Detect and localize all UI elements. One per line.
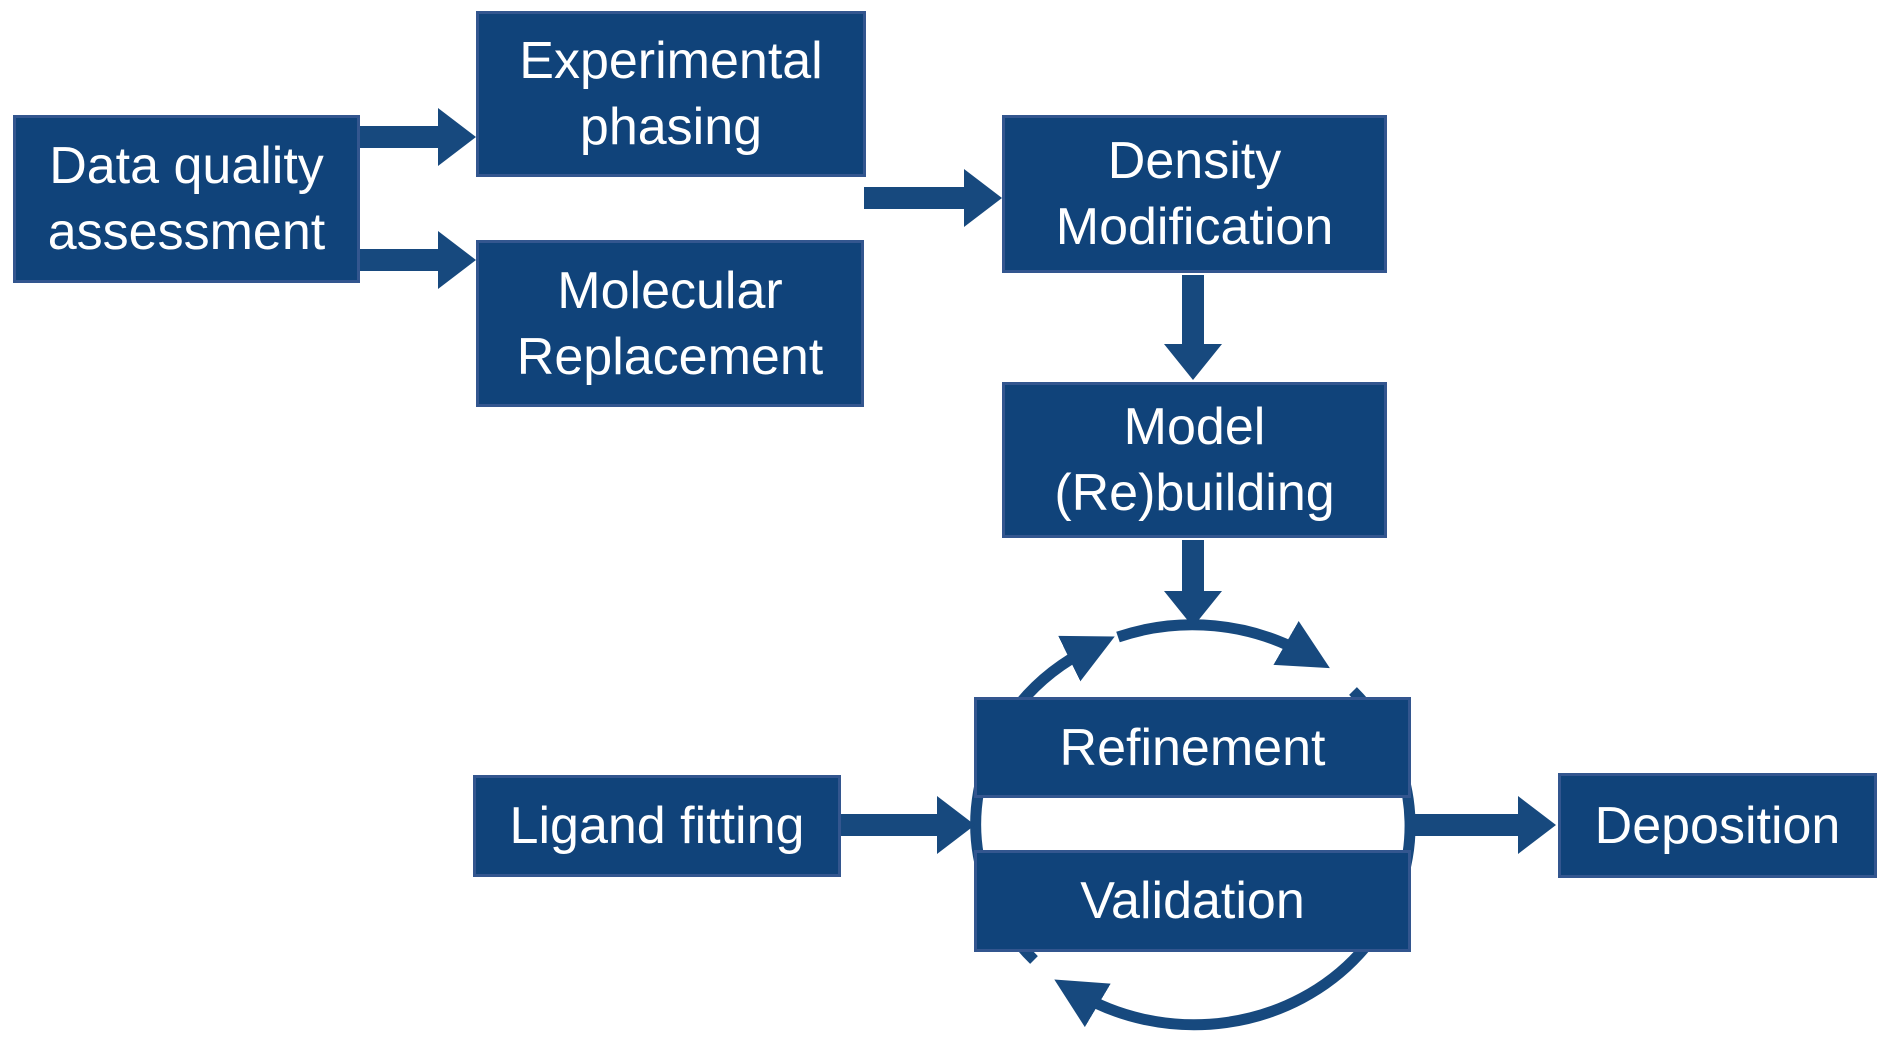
node-label-line: Model (1123, 398, 1266, 456)
arrow-phasing-to-densitymod-icon (864, 169, 1002, 227)
arrow-cycle-to-deposition-icon (1413, 796, 1556, 854)
node-label-line: Refinement (1059, 718, 1326, 777)
node-label-line: Experimental (519, 32, 823, 90)
cycle-arc-top-icon (1116, 619, 1330, 669)
node-label-line: Ligand fitting (509, 797, 805, 855)
refinement-validation-cycle (970, 619, 1416, 1031)
node-label-line: Deposition (1594, 796, 1841, 855)
arrow-dataquality-to-experimental-icon (360, 108, 476, 166)
arrow-dataquality-to-molecular-icon (360, 231, 476, 289)
node-validation: Validation (974, 850, 1411, 952)
node-label-line: Modification (1055, 198, 1334, 256)
node-label-line: phasing (579, 98, 763, 156)
node-label-line: Molecular (557, 261, 783, 320)
node-model-rebuilding: Model (Re)building (1002, 382, 1387, 538)
node-label-line: Data quality (49, 137, 324, 195)
node-deposition: Deposition (1558, 773, 1877, 878)
node-label-line: (Re)building (1054, 464, 1335, 522)
arrow-ligand-to-cycle-icon (841, 796, 975, 854)
arrow-densitymod-to-modelbuilding-icon (1164, 275, 1222, 380)
node-refinement: Refinement (974, 697, 1411, 798)
node-experimental-phasing: Experimental phasing (476, 11, 866, 177)
node-label-line: Density (1107, 132, 1282, 190)
node-ligand-fitting: Ligand fitting (473, 775, 841, 877)
node-label-line: Validation (1080, 872, 1305, 930)
node-density-modification: Density Modification (1002, 115, 1387, 273)
node-data-quality-assessment: Data quality assessment (13, 115, 360, 283)
node-molecular-replacement: Molecular Replacement (476, 240, 864, 407)
arrow-modelbuilding-to-cycle-icon (1164, 540, 1222, 627)
node-label-line: Replacement (516, 327, 824, 386)
node-label-line: assessment (47, 203, 326, 261)
